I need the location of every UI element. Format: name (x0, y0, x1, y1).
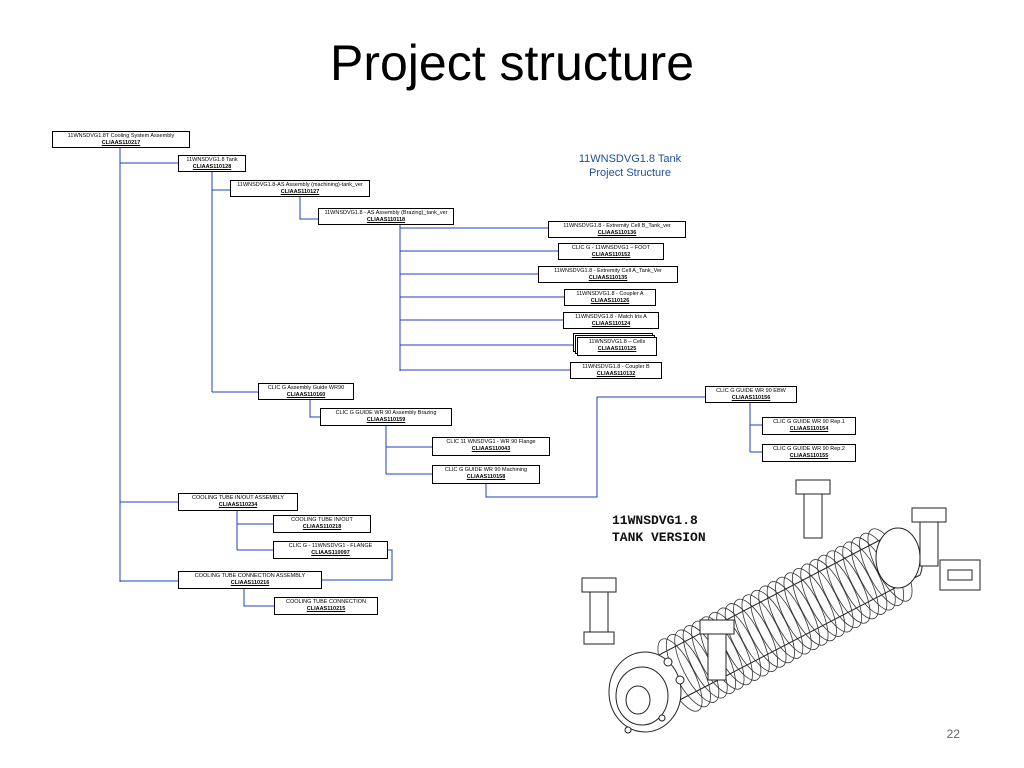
node-guide-wr90: CLIC G Assembly Guide WR90 CLIAAS110160 (258, 383, 354, 400)
node-code: CLIAAS110156 (731, 395, 771, 401)
node-code: CLIAAS110127 (280, 189, 320, 195)
node-code: CLIAAS110218 (302, 524, 342, 530)
tank-rib (791, 567, 837, 642)
node-code: CLIAAS110159 (366, 417, 406, 423)
node-foot: CLIC G - 11WNSDVG1 – FOOT CLIAAS110152 (558, 243, 664, 260)
tank-rib (766, 581, 812, 655)
node-guide-ebw: CLIC G GUIDE WR 90 EBW CLIAAS110156 (705, 386, 797, 403)
tank-rib (817, 554, 863, 629)
node-title: 11WNSDVG1.8 - Extremity Cell A_Tank_Ver (554, 268, 662, 274)
node-title: 11WNSDVG1.8 - Extremity Cell B_Tank_ver (563, 223, 671, 229)
node-title: CLIC G Assembly Guide WR90 (267, 385, 345, 391)
node-flange-wr90: CLIC 11 WNSDVG1 - WR 90 Flange CLIAAS110… (432, 437, 550, 456)
node-title: COOLING TUBE IN/OUT (291, 517, 353, 523)
node-title: 11WNSDVG1.8 - Coupler B (582, 364, 650, 370)
node-code: CLIAAS110135 (588, 275, 628, 281)
node-tube-connection: COOLING TUBE CONNECTION CLIAAS110215 (274, 597, 378, 615)
page-number: 22 (946, 727, 960, 741)
tank-rib (825, 550, 871, 624)
structure-heading-line1: 11WNSDVG1.8 Tank (578, 153, 682, 165)
structure-heading: 11WNSDVG1.8 Tank Project Structure (560, 152, 700, 180)
node-title: CLIC 11 WNSDVG1 - WR 90 Flange (446, 439, 536, 445)
node-title: 11WNSDVG1.8-AS Assembly (machining)-tank… (237, 182, 363, 188)
tank-rib (749, 589, 795, 664)
node-title: CLIC G GUIDE WR 90 Rep.2 (773, 446, 845, 452)
node-cells: 11WNSDVG1.8 – Cells CLIAAS110125 (577, 337, 657, 356)
node-coupler-a: 11WNSDVG1.8 - Coupler A CLIAAS110126 (564, 289, 656, 306)
node-title: 11WNSDVG1.8 - Match Iris A (575, 314, 647, 320)
node-cell-a: 11WNSDVG1.8 - Extremity Cell A_Tank_Ver … (538, 266, 678, 283)
node-code: CLIAAS110118 (366, 217, 406, 223)
node-code: CLIAAS110124 (591, 321, 631, 327)
slide-title: Project structure (329, 35, 694, 91)
node-title: CLIC G GUIDE WR 90 EBW (716, 388, 786, 394)
node-code: CLIAAS110125 (597, 346, 637, 352)
tank-drawing (581, 479, 981, 734)
node-match-iris: 11WNSDVG1.8 - Match Iris A CLIAAS110124 (563, 312, 659, 329)
node-title: CLIC G - 11WNSDVG1 - FLANGE (288, 543, 373, 549)
node-title: COOLING TUBE IN/OUT ASSEMBLY (192, 495, 284, 501)
node-tube-inout: COOLING TUBE IN/OUT CLIAAS110218 (273, 515, 371, 533)
node-code: CLIAAS110152 (591, 252, 631, 258)
node-title: 11WNSDVG1.8T Cooling System Assembly (67, 133, 175, 139)
node-code: CLIAAS110126 (590, 298, 630, 304)
tank-caption: 11WNSDVG1.8 TANK VERSION (612, 512, 706, 546)
node-code: CLIAAS110155 (789, 453, 829, 459)
node-code: CLIAAS110136 (597, 230, 637, 236)
node-tank: 11WNSDVG1.8 Tank CLIAAS110128 (178, 155, 246, 172)
node-code: CLIAAS110158 (466, 474, 506, 480)
node-cell-b: 11WNSDVG1.8 - Extremity Cell B_Tank_ver … (548, 221, 686, 238)
node-title: CLIC G GUIDE WR 90 Assembly Brazing (335, 410, 437, 416)
node-title: CLIC G GUIDE WR 90 Rep.1 (773, 419, 845, 425)
tank-rib (842, 541, 888, 615)
tank-rib (733, 598, 779, 673)
tank-caption-line2: TANK VERSION (612, 530, 706, 545)
tank-rib (783, 572, 829, 646)
node-title: 11WNSDVG1.8 - Coupler A (576, 291, 644, 297)
node-root: 11WNSDVG1.8T Cooling System Assembly CLI… (52, 131, 190, 148)
tank-rib (800, 563, 846, 637)
node-code: CLIAAS110217 (101, 140, 141, 146)
tank-rib (833, 545, 879, 620)
node-title: 11WNSDVG1.8 - AS Assembly (Brazing)_tank… (324, 210, 448, 216)
node-title: 11WNSDVG1.8 Tank (186, 157, 238, 163)
tank-caption-line1: 11WNSDVG1.8 (612, 513, 698, 528)
node-guide-machining: CLIC G GUIDE WR 90 Machining CLIAAS11015… (432, 465, 540, 484)
tank-rib (775, 576, 821, 651)
node-code: CLIAAS110132 (596, 371, 636, 377)
structure-heading-line2: Project Structure (589, 167, 671, 179)
node-tube-inout-assembly: COOLING TUBE IN/OUT ASSEMBLY CLIAAS11023… (178, 493, 298, 511)
tank-rib (741, 594, 787, 668)
node-code: CLIAAS110154 (789, 426, 829, 432)
node-as-machining: 11WNSDVG1.8-AS Assembly (machining)-tank… (230, 180, 370, 197)
node-guide-brazing: CLIC G GUIDE WR 90 Assembly Brazing CLIA… (320, 408, 452, 426)
node-code: CLIAAS110215 (306, 606, 346, 612)
node-title: CLIC G - 11WNSDVG1 – FOOT (571, 245, 651, 251)
node-title: COOLING TUBE CONNECTION ASSEMBLY (194, 573, 306, 579)
node-flange: CLIC G - 11WNSDVG1 - FLANGE CLIAAS110097 (273, 541, 388, 559)
node-code: CLIAAS110216 (230, 580, 270, 586)
node-title: 11WNSDVG1.8 – Cells (588, 339, 646, 345)
node-title: COOLING TUBE CONNECTION (286, 599, 366, 605)
node-as-brazing: 11WNSDVG1.8 - AS Assembly (Brazing)_tank… (318, 208, 454, 225)
node-code: CLIAAS110160 (286, 392, 326, 398)
node-code: CLIAAS110043 (471, 446, 511, 452)
node-guide-rep1: CLIC G GUIDE WR 90 Rep.1 CLIAAS110154 (762, 417, 856, 435)
node-title: CLIC G GUIDE WR 90 Machining (444, 467, 528, 473)
node-code: CLIAAS110097 (311, 550, 350, 556)
node-coupler-b: 11WNSDVG1.8 - Coupler B CLIAAS110132 (570, 362, 662, 379)
tank-rib (724, 603, 770, 677)
node-code: CLIAAS110234 (218, 502, 258, 508)
node-guide-rep2: CLIC G GUIDE WR 90 Rep.2 CLIAAS110155 (762, 444, 856, 462)
tank-rib (758, 585, 804, 659)
node-tube-connection-assembly: COOLING TUBE CONNECTION ASSEMBLY CLIAAS1… (178, 571, 322, 589)
node-code: CLIAAS110128 (192, 164, 232, 170)
tank-rib (808, 559, 854, 633)
